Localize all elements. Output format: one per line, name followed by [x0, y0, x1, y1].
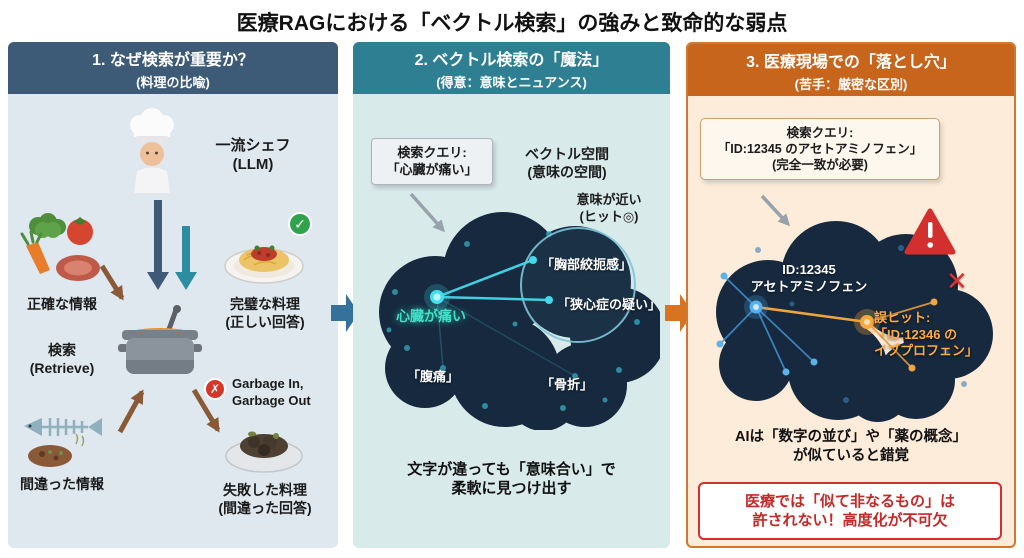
panel1-title: 1. なぜ検索が重要か？: [92, 51, 254, 69]
panel3-subtitle: (苦手：厳密な区別): [794, 76, 908, 92]
near-meaning-label: 意味が近い (ヒット◎): [576, 192, 642, 224]
panel-medical-pitfall: 3. 医療現場での「落とし穴」 (苦手：厳密な区別) 検索クエリ: 「ID:12…: [686, 42, 1016, 548]
wrong-info-label: 間違った情報: [20, 476, 104, 492]
panel3-body: 検索クエリ: 「ID:12345 のアセトアミノフェン」 (完全一致が必要): [688, 96, 1014, 546]
query-arrow-icon: [754, 192, 804, 232]
mismatch-cross-icon: ✕: [946, 266, 968, 296]
spoiled-ingredients-icon: [16, 392, 108, 474]
search-query-box: 検索クエリ: 「ID:12345 のアセトアミノフェン」 (完全一致が必要): [700, 118, 940, 180]
perfect-dish-label: 完璧な料理 (正しい回答): [225, 296, 305, 330]
panel2-subtitle: (得意：意味とニュアンス): [436, 74, 587, 90]
vector-space-cloud: [696, 212, 996, 422]
panel3-header: 3. 医療現場での「落とし穴」 (苦手：厳密な区別): [688, 44, 1014, 96]
panel1-subtitle: (料理の比喩): [136, 74, 210, 90]
failed-dish-label: 失敗した料理 (間違った回答): [218, 482, 312, 516]
vector-space-label: ベクトル空間 (意味の空間): [525, 146, 609, 180]
panel2-body: 検索クエリ: 「心臓が痛い」 ベクトル空間 (意味の空間) 意味が近い (ヒット…: [353, 94, 670, 548]
search-query-box: 検索クエリ: 「心臓が痛い」: [371, 138, 493, 186]
panel3-title: 3. 医療現場での「落とし穴」: [746, 53, 956, 71]
panel3-caption: AIは「数字の並び」や「薬の概念」 が似ていると錯覚: [735, 429, 967, 464]
query-arrow-icon: [405, 190, 457, 238]
panel1-to-panel2-arrow: [331, 294, 359, 332]
far-label-2: 「骨折」: [541, 377, 594, 392]
panel-vector-magic: 2. ベクトル検索の「魔法」 (得意：意味とニュアンス) 検索クエリ: 「心臓が…: [353, 42, 670, 548]
flow-connectors: [99, 200, 221, 434]
panel2-title: 2. ベクトル検索の「魔法」: [414, 51, 609, 69]
panel1-header: 1. なぜ検索が重要か？ (料理の比喩): [8, 42, 338, 94]
failed-dish-icon: [222, 412, 306, 478]
warning-icon: [904, 208, 956, 256]
cooking-pot-icon: [118, 302, 202, 382]
panel2-header: 2. ベクトル検索の「魔法」 (得意：意味とニュアンス): [353, 42, 670, 94]
panel1-body: 一流シェフ (LLM) 正確な情報: [8, 94, 338, 548]
cross-icon: ✗: [204, 378, 226, 400]
panel-why-search: 1. なぜ検索が重要か？ (料理の比喩): [8, 42, 338, 548]
fresh-ingredients-icon: [16, 210, 108, 292]
hit-label-2: 「狭心症の疑い」: [557, 297, 662, 312]
far-label-1: 「腹痛」: [407, 369, 460, 384]
perfect-dish-icon: [222, 220, 306, 292]
false-hit-label: 誤ヒット: 「ID:12346 の イブプロフェン」: [874, 310, 979, 359]
warning-box: 医療では「似て非なるもの」は 許されない！高度化が不可欠: [698, 482, 1002, 540]
chef-icon: [120, 108, 184, 194]
chef-label: 一流シェフ (LLM): [215, 137, 291, 174]
hit-label-1: 「胸部絞扼感」: [541, 257, 633, 272]
accurate-info-label: 正確な情報: [27, 296, 97, 312]
vector-space-cloud: [363, 200, 666, 431]
check-icon: ✓: [288, 212, 312, 236]
panel2-caption: 文字が違っても「意味合い」で 柔軟に見つけ出す: [407, 461, 616, 498]
garbage-in-out-label: Garbage In, Garbage Out: [232, 376, 311, 408]
target-item-label: ID:12345 アセトアミノフェン: [750, 262, 868, 294]
retrieve-label: 検索 (Retrieve): [29, 342, 95, 376]
query-node-label: 心臓が痛い: [396, 308, 466, 324]
page-title: 医療RAGにおける「ベクトル検索」の強みと致命的な弱点: [236, 12, 788, 35]
